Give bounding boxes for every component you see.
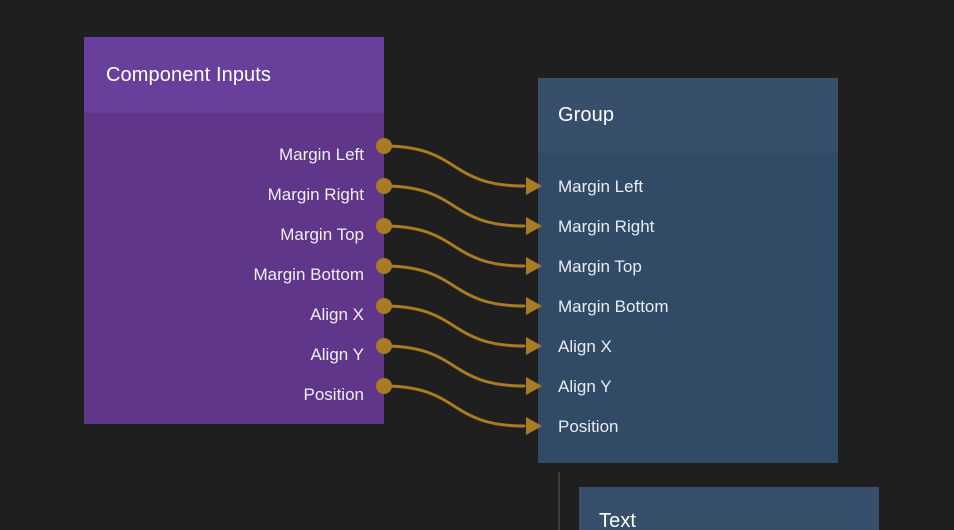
output-port-row[interactable]: Align X — [84, 294, 384, 334]
output-port-label: Margin Top — [280, 224, 364, 244]
input-port-label: Margin Bottom — [558, 296, 669, 316]
output-port-row[interactable]: Margin Right — [84, 174, 384, 214]
output-port-row[interactable]: Position — [84, 374, 384, 414]
output-port-row[interactable]: Margin Left — [84, 134, 384, 174]
output-port-label: Position — [303, 384, 364, 404]
input-port-row[interactable]: Margin Top — [538, 246, 838, 286]
output-port-label: Margin Left — [278, 144, 364, 164]
input-port-label: Align Y — [558, 376, 612, 396]
connection-wire[interactable] — [382, 184, 526, 228]
output-port-label: Margin Bottom — [253, 264, 364, 284]
input-port-row[interactable]: Align X — [538, 326, 838, 366]
input-port-label: Margin Right — [558, 216, 655, 236]
connection-wire[interactable] — [382, 344, 526, 388]
connection-wire[interactable] — [382, 144, 526, 188]
node-text-title: Text — [599, 510, 637, 530]
connection-wire[interactable] — [382, 224, 526, 268]
connection-wire[interactable] — [382, 304, 526, 348]
input-port-row[interactable]: Margin Left — [538, 166, 838, 206]
node-group-header[interactable]: Group — [538, 78, 838, 153]
node-component-inputs-header[interactable]: Component Inputs — [84, 37, 384, 113]
output-port-row[interactable]: Margin Bottom — [84, 254, 384, 294]
output-port-label: Margin Right — [267, 184, 364, 204]
output-port-row[interactable]: Align Y — [84, 334, 384, 374]
node-group-body: Margin Left Margin Right Margin Top Marg… — [538, 153, 838, 463]
node-component-inputs-body: Margin Left Margin Right Margin Top Marg… — [84, 113, 384, 424]
input-port-label: Margin Left — [558, 176, 644, 196]
node-group-title: Group — [558, 104, 615, 126]
node-text-header[interactable]: Text — [579, 487, 879, 530]
node-component-inputs[interactable]: Component Inputs Margin Left Margin Righ… — [84, 37, 384, 424]
input-port-label: Margin Top — [558, 256, 642, 276]
node-text[interactable]: Text — [579, 487, 879, 530]
node-group[interactable]: Group Margin Left Margin Right Margin To… — [538, 78, 838, 463]
node-component-inputs-title: Component Inputs — [106, 63, 272, 86]
input-port-row[interactable]: Align Y — [538, 366, 838, 406]
output-port-label: Align Y — [310, 344, 364, 364]
connection-wire[interactable] — [382, 264, 526, 308]
output-port-label: Align X — [310, 304, 364, 324]
tree-guide-line — [558, 472, 560, 530]
input-port-row[interactable]: Position — [538, 406, 838, 446]
input-port-row[interactable]: Margin Right — [538, 206, 838, 246]
input-port-label: Position — [558, 416, 619, 436]
output-port-row[interactable]: Margin Top — [84, 214, 384, 254]
input-port-row[interactable]: Margin Bottom — [538, 286, 838, 326]
connection-wire[interactable] — [382, 384, 526, 428]
input-port-label: Align X — [558, 336, 612, 356]
